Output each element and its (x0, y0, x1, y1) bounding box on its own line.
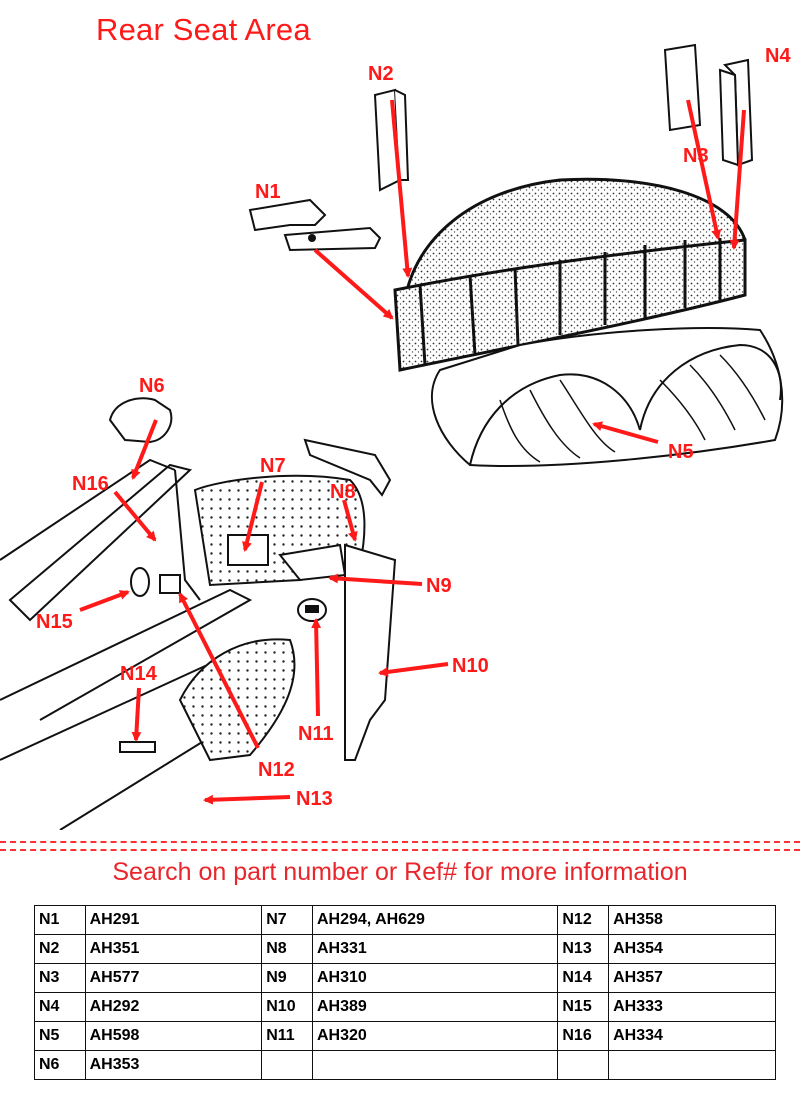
callout-label: N16 (72, 473, 109, 495)
part-number-cell: AH353 (84, 1050, 263, 1080)
callout-label: N11 (298, 723, 334, 745)
callout-label: N8 (330, 481, 356, 503)
callout-label: N6 (139, 375, 165, 397)
ref-cell: N13 (557, 934, 610, 964)
ref-cell: N8 (261, 934, 313, 964)
table-row: N3 AH577 N9 AH310 N14 AH357 (34, 963, 776, 993)
seat-illustration (0, 43, 784, 830)
part-number-cell: AH333 (608, 992, 776, 1022)
ref-cell (557, 1050, 610, 1080)
ref-cell: N5 (34, 1021, 86, 1051)
part-number-cell: AH577 (84, 963, 263, 993)
ref-cell: N1 (34, 905, 86, 935)
callout-label: N7 (260, 455, 286, 477)
ref-cell: N12 (557, 905, 610, 935)
part-number-cell: AH354 (608, 934, 776, 964)
callout-label: N9 (426, 575, 452, 597)
table-row: N2 AH351 N8 AH331 N13 AH354 (34, 934, 776, 964)
ref-cell: N14 (557, 963, 610, 993)
part-number-cell: AH389 (311, 992, 559, 1022)
parts-diagram: N1 N2 N3 N4 N5 N6 N7 N8 N9 N10 N11 N12 N… (0, 43, 791, 830)
callout-arrows (79, 99, 746, 805)
callout-label: N5 (668, 441, 694, 463)
callout-label: N12 (258, 759, 295, 781)
part-number-cell (311, 1050, 559, 1080)
ref-cell: N16 (557, 1021, 610, 1051)
ref-cell: N11 (261, 1021, 313, 1051)
callout-label: N1 (255, 181, 281, 203)
ref-cell: N7 (261, 905, 313, 935)
part-number-cell: AH320 (311, 1021, 559, 1051)
ref-cell (261, 1050, 313, 1080)
callout-label: N10 (452, 655, 489, 677)
table-row: N6 AH353 (34, 1050, 776, 1080)
dashed-divider (0, 841, 800, 851)
part-number-cell: AH351 (84, 934, 263, 964)
table-row: N5 AH598 N11 AH320 N16 AH334 (34, 1021, 776, 1051)
part-number-cell: AH294, AH629 (311, 905, 559, 935)
table-row: N4 AH292 N10 AH389 N15 AH333 (34, 992, 776, 1022)
callout-label: N13 (296, 788, 333, 810)
part-number-cell: AH334 (608, 1021, 776, 1051)
callout-label: N3 (683, 145, 709, 167)
parts-table: N1 AH291 N7 AH294, AH629 N12 AH358 N2 AH… (34, 905, 776, 1080)
callout-label: N14 (120, 663, 158, 685)
ref-cell: N15 (557, 992, 610, 1022)
part-number-cell: AH292 (84, 992, 263, 1022)
part-number-cell: AH358 (608, 905, 776, 935)
ref-cell: N2 (34, 934, 86, 964)
search-instruction: Search on part number or Ref# for more i… (112, 858, 688, 886)
part-number-cell: AH598 (84, 1021, 263, 1051)
ref-cell: N4 (34, 992, 86, 1022)
table-row: N1 AH291 N7 AH294, AH629 N12 AH358 (34, 905, 776, 935)
ref-cell: N3 (34, 963, 86, 993)
part-number-cell: AH291 (84, 905, 263, 935)
part-number-cell (608, 1050, 776, 1080)
callout-label: N15 (36, 611, 73, 633)
ref-cell: N10 (261, 992, 313, 1022)
callout-label: N2 (368, 63, 394, 85)
part-number-cell: AH331 (311, 934, 559, 964)
part-number-cell: AH357 (608, 963, 776, 993)
ref-cell: N6 (34, 1050, 86, 1080)
page-title: Rear Seat Area (96, 12, 311, 47)
callout-label: N4 (765, 45, 791, 67)
callout-labels: N1 N2 N3 N4 N5 N6 N7 N8 N9 N10 N11 N12 N… (36, 45, 791, 810)
part-number-cell: AH310 (311, 963, 559, 993)
ref-cell: N9 (261, 963, 313, 993)
